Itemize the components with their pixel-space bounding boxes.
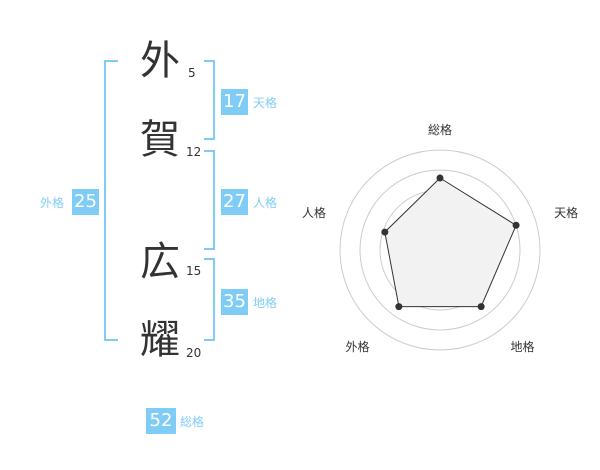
chikaku-bracket <box>204 258 215 341</box>
radar-data-polygon <box>384 177 517 308</box>
radar-point-4 <box>381 228 389 236</box>
radar-axis-label-4: 人格 <box>302 205 326 220</box>
name-char-4: 耀 <box>140 317 180 363</box>
stroke-count-2: 12 <box>186 145 202 159</box>
stroke-count-1: 5 <box>188 66 196 80</box>
chikaku-value: 35 <box>221 289 248 315</box>
gaikaku-value: 25 <box>72 189 99 215</box>
jinkaku-label: 人格 <box>253 196 278 210</box>
radar-ring-4 <box>359 169 521 331</box>
radar-axis-label-2: 地格 <box>511 339 535 354</box>
radar-axis-label-1: 天格 <box>554 205 578 220</box>
name-char-3: 広 <box>140 239 180 285</box>
soukaku-label: 総格 <box>180 415 205 429</box>
tenkaku-label: 天格 <box>253 96 278 110</box>
tenkaku-value: 17 <box>221 89 248 115</box>
name-char-1: 外 <box>140 38 180 84</box>
soukaku-value: 52 <box>146 408 176 434</box>
chikaku-label: 地格 <box>253 296 278 310</box>
gaikaku-label: 外格 <box>40 196 65 210</box>
radar-point-3 <box>395 303 403 311</box>
radar-point-1 <box>512 221 520 229</box>
tenkaku-bracket <box>204 60 215 140</box>
jinkaku-bracket <box>204 150 215 250</box>
radar-point-0 <box>436 174 444 182</box>
radar-point-2 <box>477 303 485 311</box>
radar-points <box>381 174 520 311</box>
name-char-2: 賀 <box>140 117 180 163</box>
radar-axis-label-0: 総格 <box>428 122 452 137</box>
gaikaku-bracket <box>104 60 118 341</box>
jinkaku-value: 27 <box>221 189 248 215</box>
stroke-count-4: 20 <box>186 346 202 360</box>
radar-axis-label-3: 外格 <box>345 339 369 354</box>
stroke-count-3: 15 <box>186 264 202 278</box>
